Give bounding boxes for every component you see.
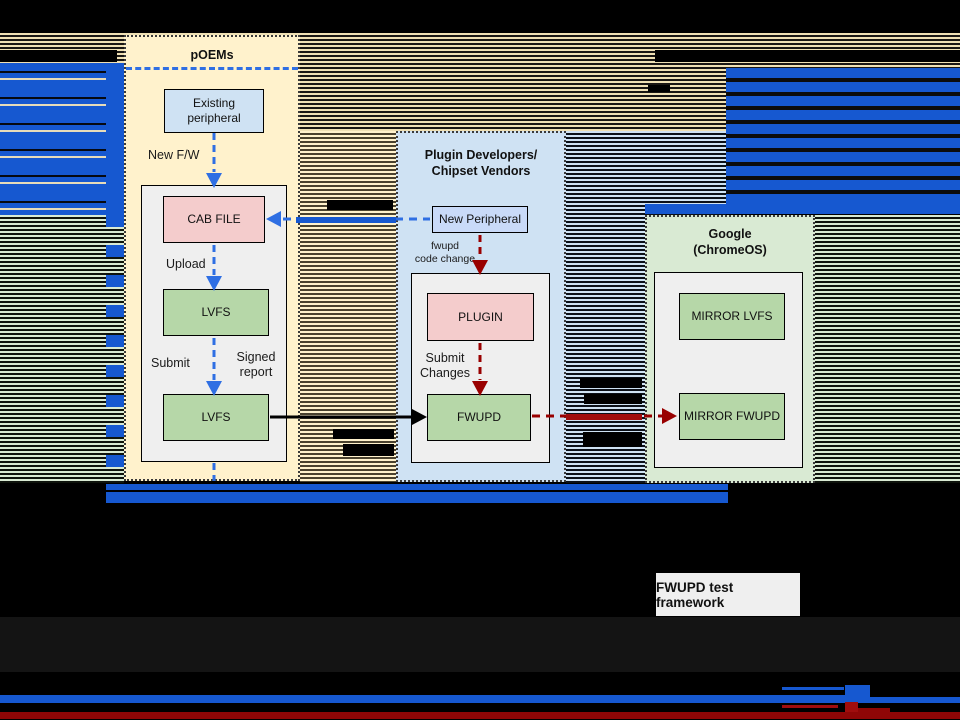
glitch-bottom-blue-bar-b: [106, 492, 728, 503]
glitch-red-square-br: [845, 702, 858, 712]
glitch-red-line-br: [782, 705, 838, 708]
existing-peripheral-box: Existing peripheral: [164, 89, 264, 133]
glitch-blue-bar-right: [870, 697, 960, 703]
submit-label: Submit: [151, 356, 190, 370]
lvfs-upper-box: LVFS: [163, 289, 269, 336]
glitch-stripes-mid-gap: [300, 131, 396, 482]
redaction-bar-3: [343, 444, 394, 456]
submit-changes-label: Submit Changes: [419, 351, 471, 380]
glitch-blue-right: [726, 68, 960, 204]
glitch-stripes-green-right: [815, 215, 960, 483]
poems-panel-title: pOEMs: [190, 48, 234, 62]
redaction-bar-4: [580, 378, 642, 388]
glitch-blue-line-br: [782, 687, 844, 690]
glitch-blue-square-br: [845, 685, 870, 703]
mirror-fwupd-box: MIRROR FWUPD: [679, 393, 785, 440]
glitch-red-step: [858, 708, 890, 712]
glitch-blue-accent-col: [106, 215, 124, 490]
redaction-bar-5: [584, 394, 642, 404]
glitch-blue-left: [0, 63, 124, 215]
glitch-blue-left-strip: [106, 63, 124, 215]
plugin-box: PLUGIN: [427, 293, 534, 341]
glitch-bottom-blue-bar-a: [106, 484, 728, 490]
plugin-developers-panel-title: Plugin Developers/ Chipset Vendors: [424, 148, 538, 178]
glitch-blue-arrow-bar: [296, 217, 396, 223]
fwupd-code-change-label: fwupd code change: [414, 240, 476, 265]
glitch-black-bar-right: [655, 50, 960, 62]
glitch-red-bar-bottom: [0, 712, 960, 719]
glitch-red-arrow-bar: [566, 414, 642, 420]
glitch-stripes-lightblue-upper: [566, 131, 726, 215]
new-fw-label: New F/W: [148, 148, 200, 162]
poems-dashed-divider: [126, 67, 298, 70]
fwupd-test-framework-box: FWUPD test framework: [656, 573, 800, 616]
upload-label: Upload: [166, 257, 206, 271]
glitch-blue-bar-full: [0, 695, 845, 703]
fwupd-box: FWUPD: [427, 394, 531, 441]
glitch-black-bar-left: [0, 50, 117, 62]
new-peripheral-box: New Peripheral: [432, 206, 528, 233]
glitch-stripes-green-left: [0, 215, 124, 483]
glitch-dark-band: [0, 617, 960, 672]
lvfs-lower-box: LVFS: [163, 394, 269, 441]
redaction-bar-1: [327, 200, 393, 210]
redaction-bar-2: [333, 429, 394, 439]
cab-file-box: CAB FILE: [163, 196, 265, 243]
glitch-black-mark-small: [648, 85, 670, 92]
google-chromeos-panel-title: Google (ChromeOS): [693, 227, 767, 257]
signed-report-label: Signed report: [236, 350, 276, 379]
glitch-blue-bar-google-top: [645, 204, 960, 214]
redaction-bar-6: [583, 432, 642, 447]
mirror-lvfs-box: MIRROR LVFS: [679, 293, 785, 340]
